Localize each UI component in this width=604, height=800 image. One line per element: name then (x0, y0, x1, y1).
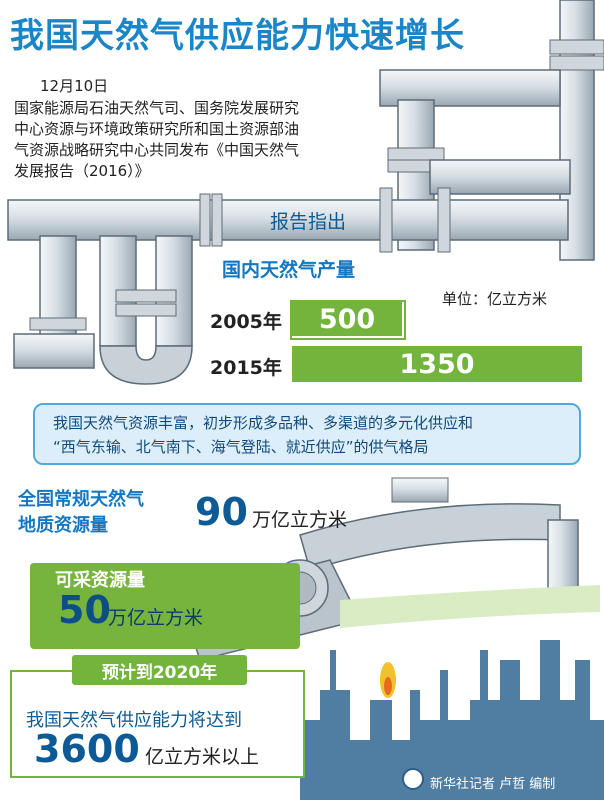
xinhua-logo-icon (402, 768, 424, 790)
unit-label: 单位：亿立方米 (442, 290, 548, 308)
report-date: 12月10日 (40, 77, 109, 95)
credit-line: 新华社记者 卢哲 编制 (430, 777, 556, 792)
recoverable-resource-unit: 万亿立方米 (108, 607, 204, 629)
report-label: 报告指出 (270, 211, 347, 233)
forecast-value: 3600 (34, 727, 140, 771)
production-bar-2015: 1350 (292, 346, 582, 382)
recoverable-band (30, 563, 300, 649)
production-heading: 国内天然气产量 (222, 259, 356, 281)
recoverable-resource-label: 可采资源量 (55, 570, 145, 591)
note-line: 我国天然气资源丰富，初步形成多品种、多渠道的多元化供应和 (53, 414, 474, 432)
forecast-box (10, 670, 305, 778)
label-line: 地质资源量 (18, 515, 108, 536)
forecast-text: 我国天然气供应能力将达到 (26, 710, 242, 731)
intro-line: 发展报告（2016）》 (14, 162, 150, 180)
conventional-resource-unit: 万亿立方米 (252, 509, 348, 531)
intro-line: 中心资源与环境政策研究所和国土资源部油 (14, 120, 300, 138)
recoverable-resource-value: 50 (58, 588, 111, 632)
intro-paragraph: 国家能源局石油天然气司、国务院发展研究 中心资源与环境政策研究所和国土资源部油 … (14, 98, 374, 182)
intro-line: 气资源战略研究中心共同发布《中国天然气 (14, 141, 300, 159)
note-line: “西气东输、北气南下、海气登陆、就近供应”的供气格局 (53, 438, 429, 456)
summary-note: 我国天然气资源丰富，初步形成多品种、多渠道的多元化供应和 “西气东输、北气南下、… (33, 403, 581, 465)
forecast-unit: 亿立方米以上 (145, 746, 260, 768)
conventional-resource-label: 全国常规天然气 地质资源量 (18, 487, 144, 539)
year-label: 2015年 (210, 357, 282, 379)
year-label: 2005年 (210, 311, 282, 333)
intro-line: 国家能源局石油天然气司、国务院发展研究 (14, 99, 300, 117)
label-line: 全国常规天然气 (18, 489, 144, 510)
conventional-resource-value: 90 (195, 490, 248, 534)
forecast-tab: 预计到2020年 (72, 655, 247, 685)
production-bar-2005: 500 (292, 302, 402, 336)
page-title: 我国天然气供应能力快速增长 (10, 16, 465, 56)
